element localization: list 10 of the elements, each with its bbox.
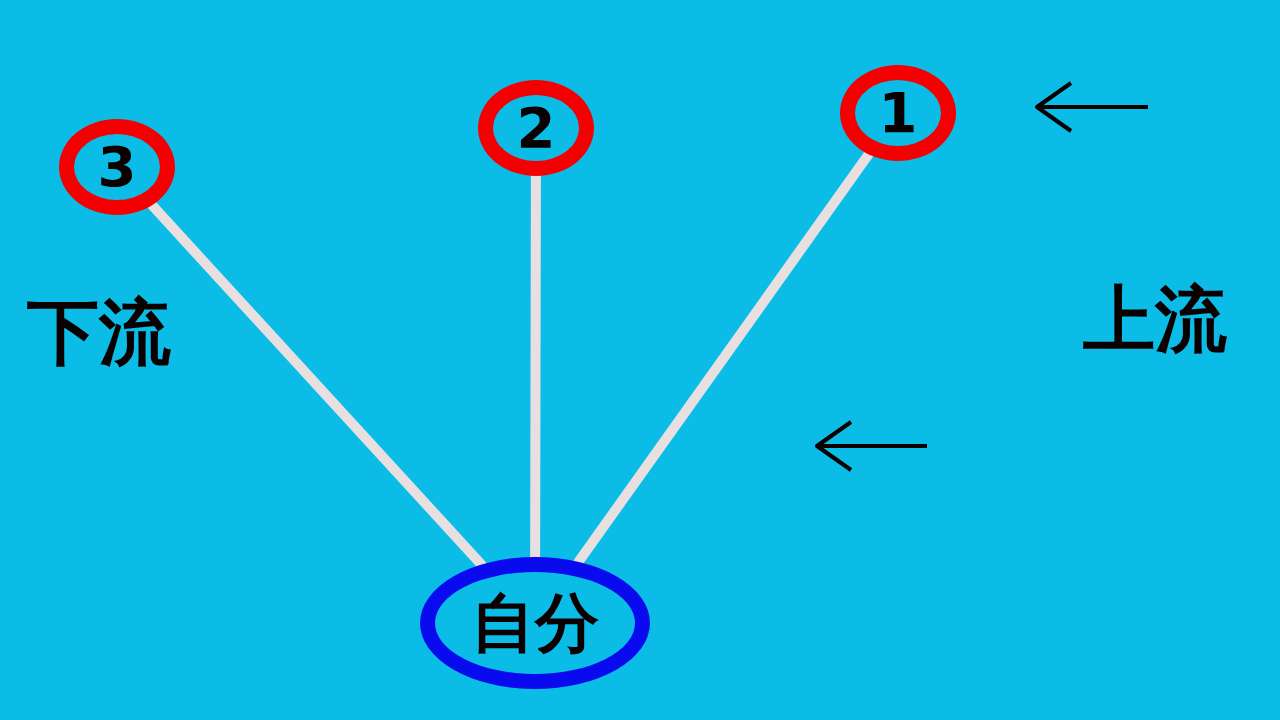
- ellipse-ring: [478, 80, 594, 176]
- node-label: 2: [516, 100, 556, 156]
- side-label: 上流: [1083, 283, 1227, 355]
- ellipse-ring: [59, 119, 175, 215]
- side-label: 下流: [27, 296, 171, 368]
- node-label: 1: [878, 85, 918, 141]
- node-label: 3: [97, 139, 137, 195]
- node-label: 自分: [471, 591, 599, 655]
- ellipse-ring: [420, 557, 650, 689]
- ellipse-ring: [840, 65, 956, 161]
